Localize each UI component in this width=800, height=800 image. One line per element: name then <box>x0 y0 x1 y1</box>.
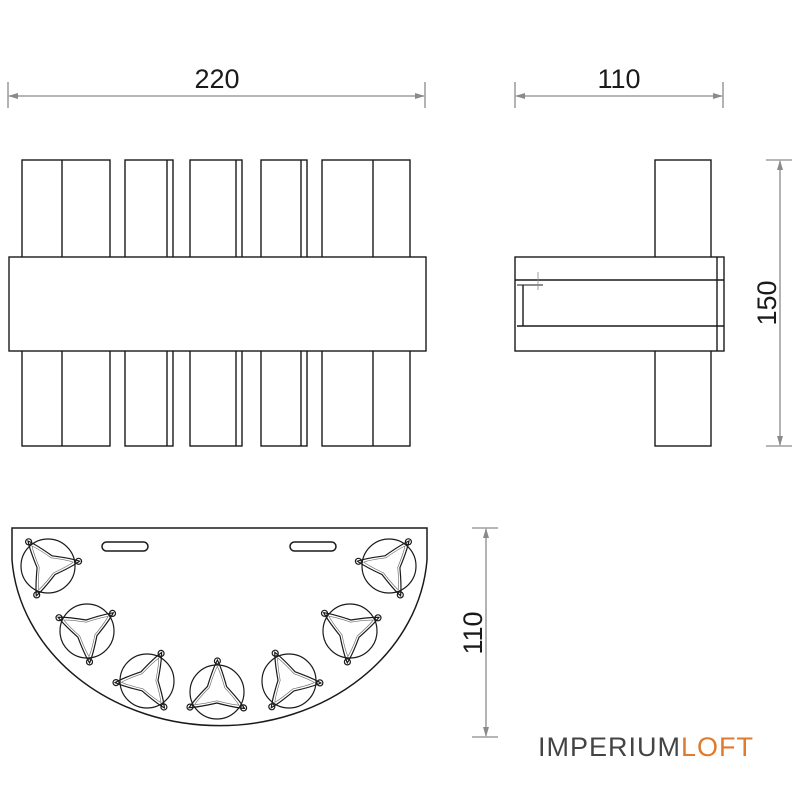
bottom-depth-label: 110 <box>458 611 488 654</box>
brand-name-part: IMPERIUM <box>538 732 681 762</box>
front-width-dimension: 220 <box>7 64 426 108</box>
crystal-holder <box>354 538 417 599</box>
crystal-holder <box>55 603 117 666</box>
crystal-holder <box>20 538 83 599</box>
brand-name-accent: LOFT <box>681 732 755 762</box>
bottom-depth-dimension: 110 <box>458 527 498 738</box>
side-depth-label: 110 <box>597 64 640 94</box>
crystal-holders <box>20 538 417 720</box>
front-mounting-band <box>8 256 427 352</box>
crystal-holder <box>112 649 175 711</box>
mounting-slot <box>289 541 337 552</box>
side-depth-dimension: 110 <box>514 64 724 108</box>
crystal-holder <box>186 657 248 720</box>
bottom-semicircle-base <box>11 527 428 727</box>
side-height-dimension: 150 <box>752 159 792 447</box>
side-height-label: 150 <box>752 280 782 325</box>
side-mounting-bracket <box>514 256 725 352</box>
front-view <box>8 159 427 447</box>
crystal-holder <box>320 603 382 666</box>
side-view <box>514 159 725 447</box>
brand-logo: IMPERIUMLOFT <box>538 732 754 763</box>
crystal-holder <box>261 649 324 711</box>
mounting-slot <box>101 541 149 552</box>
front-width-label: 220 <box>194 64 239 94</box>
bottom-view <box>11 527 428 727</box>
